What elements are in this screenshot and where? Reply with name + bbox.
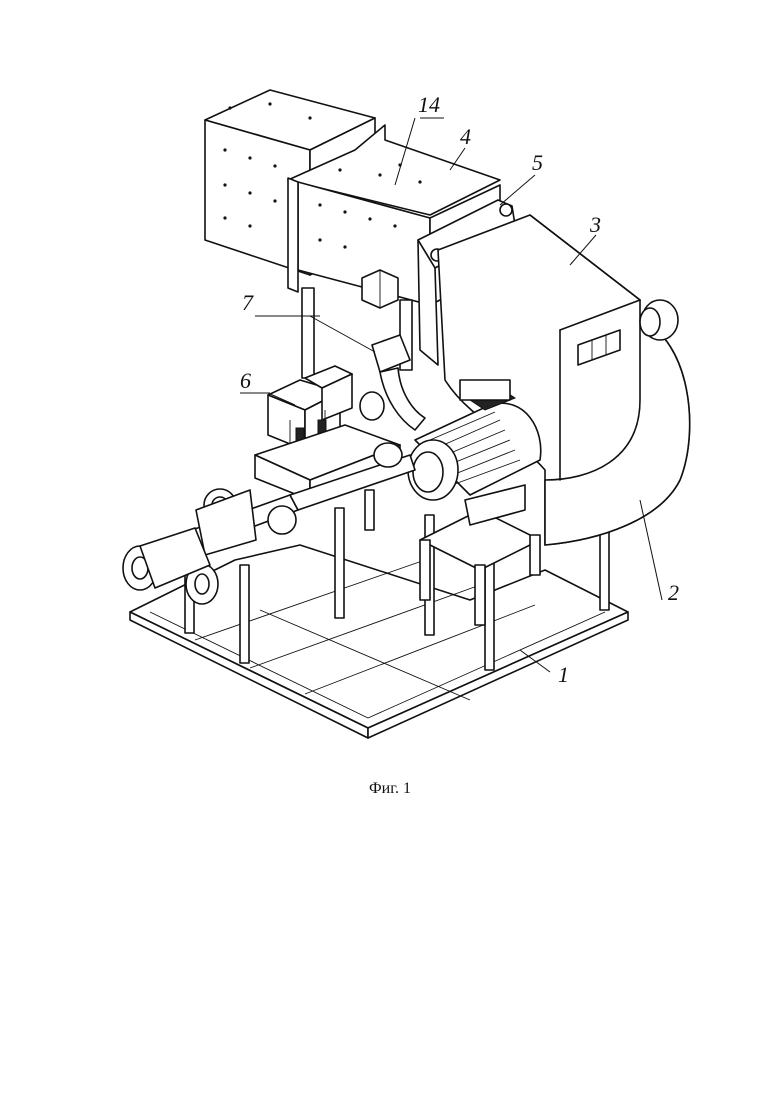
- label-6: 6: [240, 368, 251, 393]
- label-3: 3: [589, 212, 601, 237]
- label-7: 7: [242, 290, 254, 315]
- label-4: 4: [460, 124, 471, 149]
- label-5: 5: [532, 150, 543, 175]
- label-14: 14: [418, 92, 440, 117]
- label-1: 1: [558, 662, 569, 687]
- label-2: 2: [668, 580, 679, 605]
- figure-caption: Фиг. 1: [369, 780, 411, 797]
